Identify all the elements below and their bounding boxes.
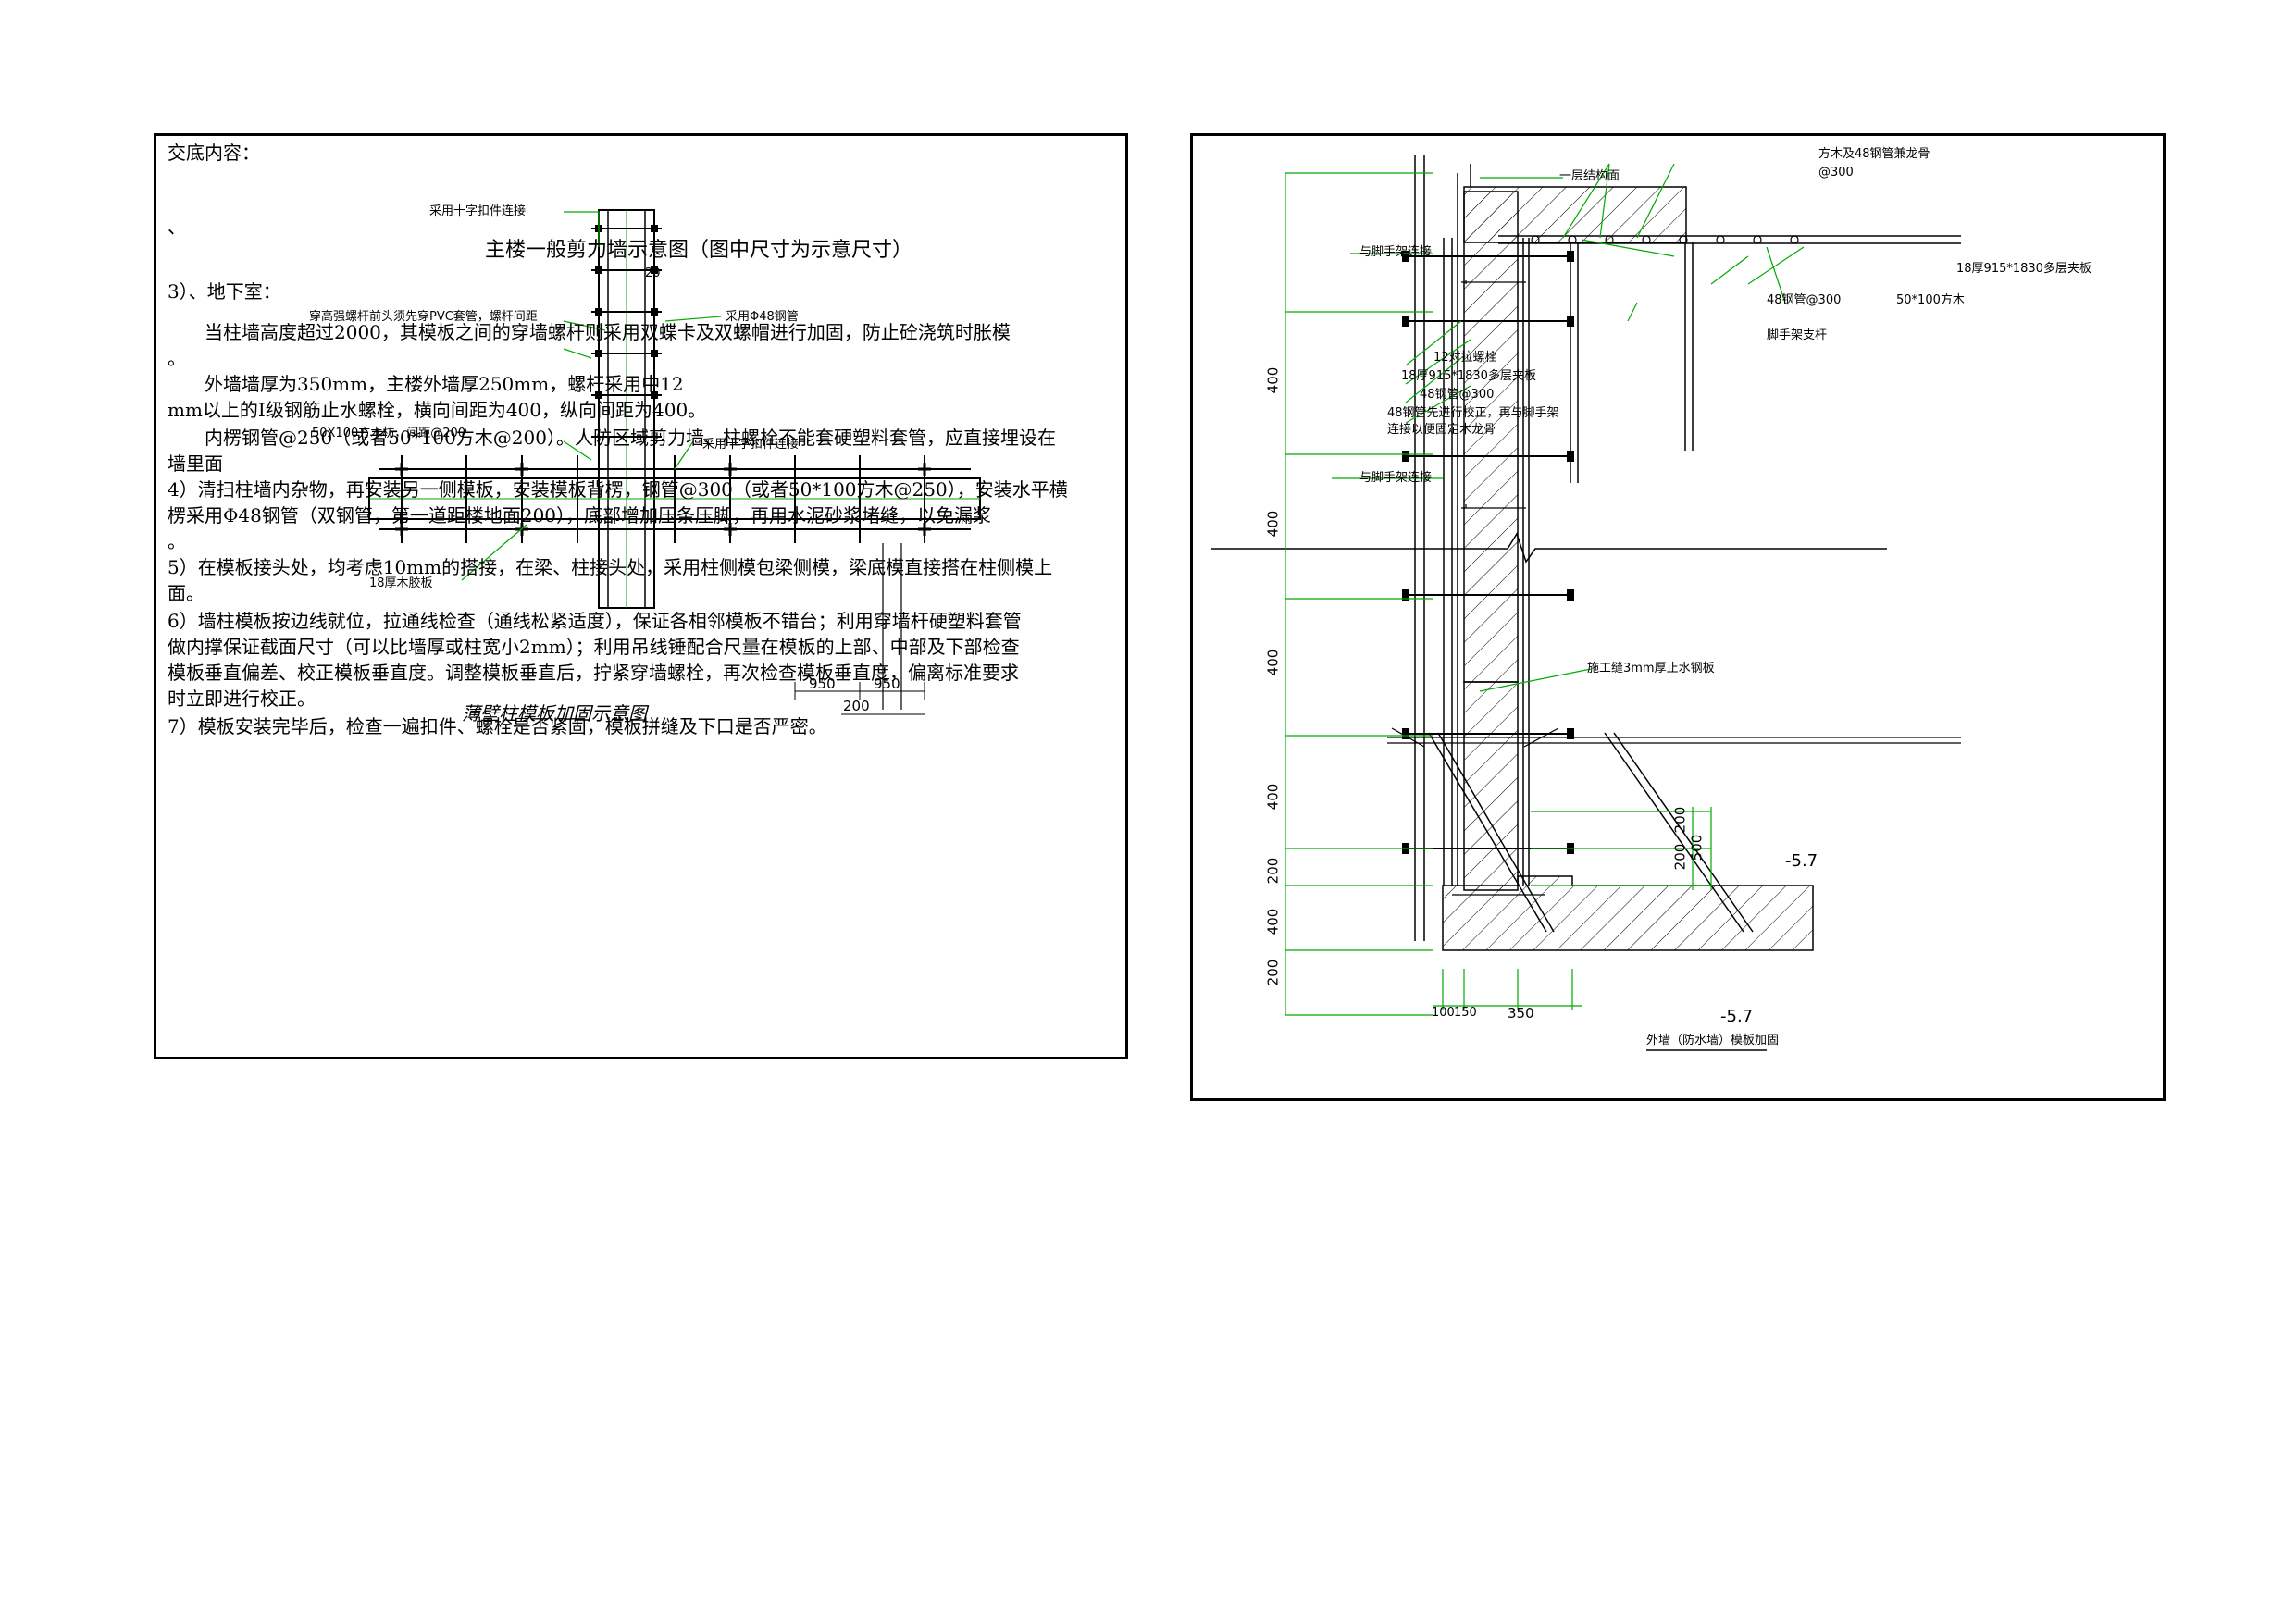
dim-200-a: 200 <box>1264 857 1282 885</box>
label-first-floor: 一层结构面 <box>1559 169 1620 183</box>
label-plywood: 18厚915*1830多层夹板 <box>1401 369 1536 383</box>
paragraph-2b: mm以上的Ⅰ级钢筋止水螺栓，横向间距为400，纵向间距为400。 <box>168 399 707 421</box>
paragraph-5b: 面。 <box>168 582 205 604</box>
dim-150: 150 <box>1454 1006 1477 1020</box>
paragraph-3a: 内楞钢管@250（或者50*100方木@200）。人防区域剪力墙、柱螺栓不能套硬… <box>168 427 1056 449</box>
label-waterstop: 施工缝3mm厚止水钢板 <box>1587 662 1715 675</box>
foundation-slab <box>1442 875 1814 951</box>
paragraph-6b: 做内撑保证截面尺寸（可以比墙厚或柱宽小2mm）；利用吊线锤配合尺量在模板的上部、… <box>168 636 1020 658</box>
dim-950-a: 950 <box>809 675 836 692</box>
label-timber-beam: 方木及48钢管兼龙骨 <box>1818 147 1930 161</box>
paragraph-4a: 4）清扫柱墙内杂物，再安装另一侧模板，安装模板背楞，钢管@300（或者50*10… <box>168 478 1068 501</box>
dim-200-b: 200 <box>1264 959 1282 986</box>
label-pipe-note1: 48钢管先进行校正，再与脚手架 <box>1387 406 1559 420</box>
paragraph-7: 7）模板安装完毕后，检查一遍扣件、螺栓是否紧固，模板拼缝及下口是否严密。 <box>168 715 827 737</box>
dim-20: 20 <box>645 266 661 280</box>
label-pvc-sleeve: 穿高强螺杆前头须先穿PVC套管，螺杆间距 <box>309 310 538 324</box>
dim-200-c: 200 <box>1671 806 1689 834</box>
label-pipe300b: 48钢管@300 <box>1767 293 1842 307</box>
paragraph-1a: 当柱墙高度超过2000，其模板之间的穿墙螺杆则采用双蝶卡及双螺帽进行加固，防止砼… <box>168 321 1011 343</box>
dim-100: 100 <box>1432 1006 1455 1020</box>
label-plywood-2: 18厚915*1830多层夹板 <box>1956 262 2091 276</box>
paragraph-4c: 。 <box>168 530 186 552</box>
label-scaffold-connect: 与脚手架连接 <box>1359 245 1433 259</box>
paragraph-2a: 外墙墙厚为350mm，主楼外墙厚250mm，螺杆采用中12 <box>168 373 684 395</box>
diagram-title: 主楼一般剪力墙示意图（图中尺寸为示意尺寸） <box>485 239 913 262</box>
right-caption: 外墙（防水墙）模板加固 <box>1646 1034 1780 1047</box>
dim-400-e: 400 <box>1264 908 1282 935</box>
concrete-wall <box>1463 191 1519 683</box>
label-pipe-note2: 连接以便固定木龙骨 <box>1387 423 1496 437</box>
list-mark: 、 <box>168 216 186 238</box>
label-pipe300a: 48钢管@300 <box>1420 388 1495 402</box>
left-panel: 交底内容： 、 主楼一般剪力墙示意图（图中尺寸为示意尺寸） 3）、地下室： 当柱… <box>154 133 1128 1059</box>
exterior-wall-formwork-diagram <box>1211 155 1961 1051</box>
paragraph-6a: 6）墙柱模板按边线就位，拉通线检查（通线松紧适度），保证各相邻模板不错台；利用穿… <box>168 610 1022 632</box>
label-plywood: 18厚木胶板 <box>369 576 433 590</box>
paragraph-3b: 墙里面 <box>168 452 223 475</box>
paragraph-4b: 楞采用Φ48钢管（双钢管，第一道距楼地面200），底部增加压条压脚，再用水泥砂浆… <box>168 504 992 527</box>
label-scaffold-pole: 脚手架支杆 <box>1767 328 1828 342</box>
dim-400-c: 400 <box>1264 649 1282 676</box>
header-label: 交底内容： <box>168 142 260 164</box>
elevation-1: -5.7 <box>1785 851 1818 871</box>
label-scaffold-connect-2: 与脚手架连接 <box>1359 471 1433 485</box>
right-panel: 一层结构面 方木及48钢管兼龙骨 @300 与脚手架连接 12对拉螺栓 18厚9… <box>1190 133 2166 1101</box>
top-slab <box>1463 186 1687 243</box>
paragraph-6c: 模板垂直偏差、校正模板垂直度。调整模板垂直后，拧紧穿墙螺栓，再次检查模板垂直度，… <box>168 662 1019 684</box>
column-reinforcement-diagram <box>368 209 981 715</box>
dim-400-b: 400 <box>1264 510 1282 538</box>
dim-200: 200 <box>843 698 870 714</box>
label-at300: @300 <box>1818 166 1854 180</box>
paragraph-5a: 5）在模板接头处，均考虑10mm的搭接，在梁、柱接头处，采用柱侧模包梁侧模，梁底… <box>168 556 1053 578</box>
label-timber50: 50*100方木 <box>1896 293 1965 307</box>
paragraph-6d: 时立即进行校正。 <box>168 688 316 710</box>
dim-400-a: 400 <box>1264 366 1282 394</box>
elevation-2: -5.7 <box>1720 1007 1754 1026</box>
dim-950-b: 950 <box>874 675 900 692</box>
label-steel-pipe: 采用Φ48钢管 <box>726 310 799 324</box>
label-cross-clamp: 采用十字扣件连接 <box>429 204 527 218</box>
diagram-caption: 薄壁柱模板加固示意图 <box>462 702 647 725</box>
dim-500: 500 <box>1688 834 1706 861</box>
dim-400-d: 400 <box>1264 783 1282 811</box>
section-3-heading: 3）、地下室： <box>168 280 281 303</box>
paragraph-1b: 。 <box>168 347 186 369</box>
dim-350: 350 <box>1508 1005 1534 1022</box>
label-bolt12: 12对拉螺栓 <box>1433 351 1497 365</box>
label-timber: 50X100方木枋，间距@200 <box>312 427 466 440</box>
label-cross-clamp-2: 采用十字扣件连接 <box>702 438 800 452</box>
